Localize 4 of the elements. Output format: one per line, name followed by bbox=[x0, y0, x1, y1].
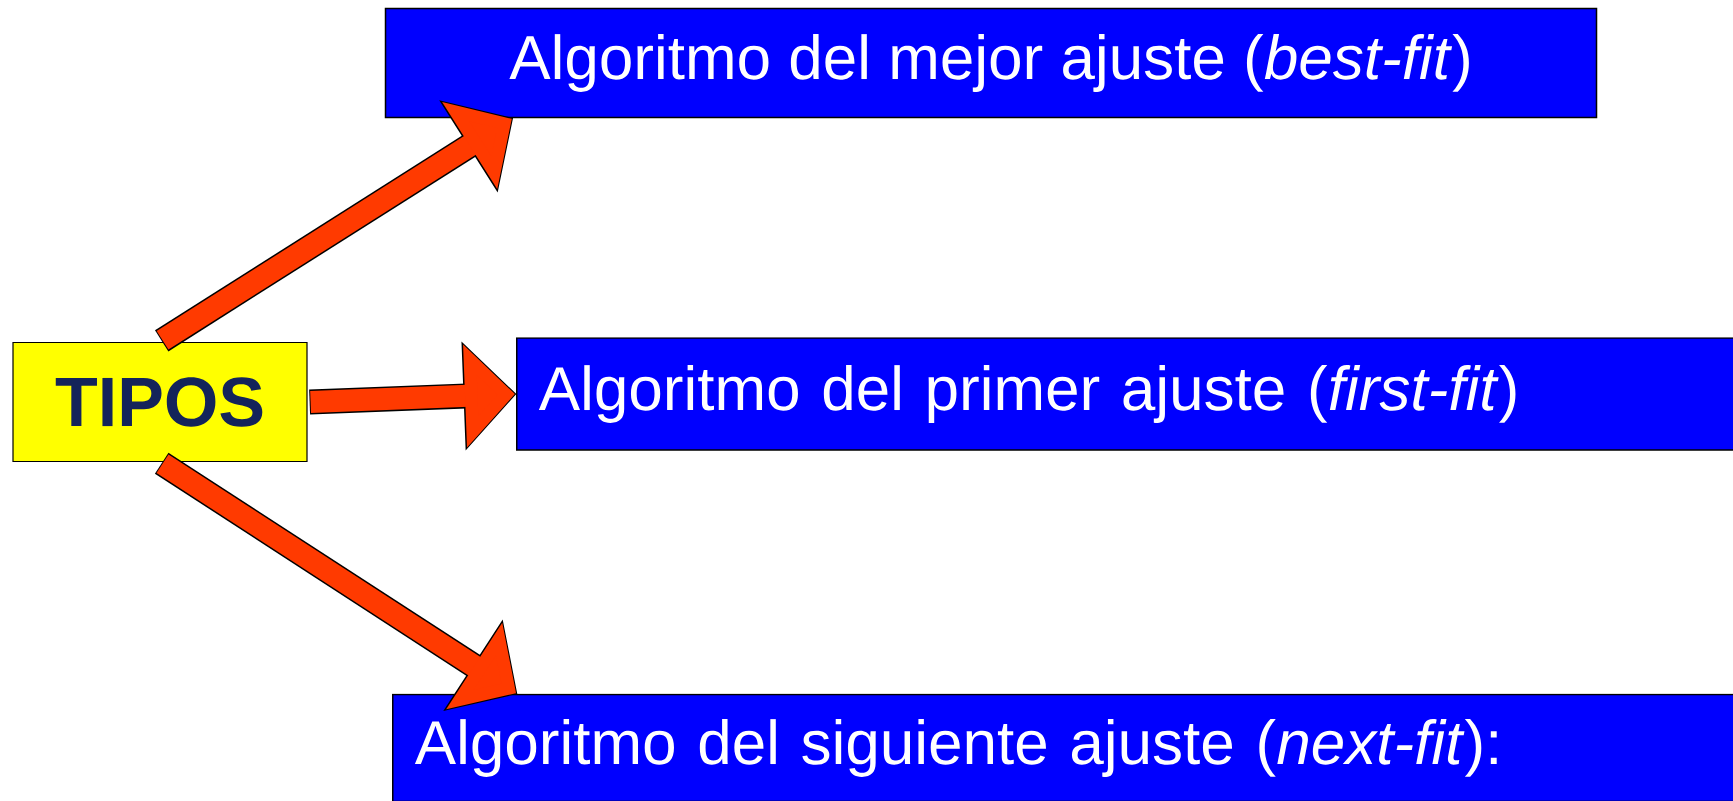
category-box: TIPOS bbox=[12, 341, 308, 463]
algorithm-box: Algoritmo del siguiente ajuste (next-fit): bbox=[392, 693, 1733, 801]
algorithm-box: Algoritmo del mejor ajuste (best-fit) bbox=[384, 7, 1598, 119]
algorithm-box: Algoritmo del primer ajuste (first-fit) bbox=[516, 337, 1733, 451]
